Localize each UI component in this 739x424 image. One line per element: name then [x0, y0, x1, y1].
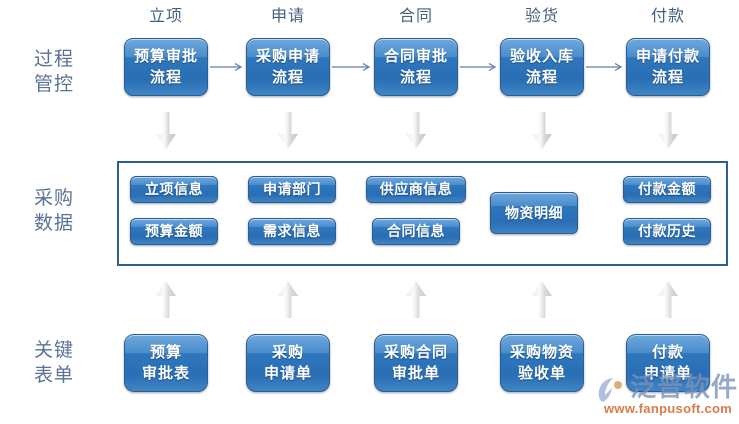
flow-arrow-right-icon-0 [210, 62, 246, 72]
arrow-down-icon-2 [405, 112, 427, 150]
arrow-up-icon-3 [531, 280, 553, 318]
arrow-down-icon-0 [155, 112, 177, 150]
form-box-2[interactable]: 采购合同 审批单 [374, 334, 458, 392]
form-box-0-line-2: 审批表 [141, 365, 190, 382]
process-box-0-line-2: 流程 [149, 69, 182, 86]
arrow-up-icon-1 [277, 280, 299, 318]
form-box-3-line-2: 验收单 [517, 365, 566, 382]
stage-caption-1: 申请 [270, 8, 305, 25]
form-box-3[interactable]: 采购物资 验收单 [500, 334, 584, 392]
process-box-2[interactable]: 合同审批 流程 [374, 38, 458, 96]
data-chip-1[interactable]: 预算金额 [130, 218, 218, 245]
data-chip-7[interactable]: 付款金额 [623, 176, 711, 203]
arrow-up-icon-4 [657, 280, 679, 318]
row-label-process-control: 过程 管控 [33, 49, 74, 95]
process-box-0-line-1: 预算审批 [133, 48, 198, 65]
arrow-down-icon-1 [277, 112, 299, 150]
flow-arrow-right-icon-2 [460, 62, 500, 72]
form-box-0[interactable]: 预算 审批表 [124, 334, 208, 392]
process-box-0[interactable]: 预算审批 流程 [124, 38, 208, 96]
arrow-up-icon-0 [155, 280, 177, 318]
form-box-0-line-1: 预算 [149, 344, 182, 361]
form-box-4-line-1: 付款 [651, 344, 684, 361]
arrow-up-icon-2 [405, 280, 427, 318]
data-chip-3[interactable]: 需求信息 [248, 218, 336, 245]
flow-arrow-right-icon-3 [586, 62, 626, 72]
form-box-4[interactable]: 付款 申请单 [626, 334, 710, 392]
stage-caption-2: 合同 [398, 8, 433, 25]
process-box-2-line-2: 流程 [399, 69, 432, 86]
data-chip-8[interactable]: 付款历史 [623, 218, 711, 245]
arrow-down-icon-3 [531, 112, 553, 150]
row-label-purchase-data: 采购 数据 [33, 188, 74, 234]
process-box-1-line-2: 流程 [271, 69, 304, 86]
data-chip-0[interactable]: 立项信息 [130, 176, 218, 203]
process-box-4-line-1: 申请付款 [635, 48, 700, 65]
form-box-4-line-2: 申请单 [643, 365, 692, 382]
form-box-1-line-1: 采购 [271, 344, 304, 361]
data-chip-4[interactable]: 供应商信息 [366, 176, 466, 203]
stage-caption-0: 立项 [148, 8, 183, 25]
data-chip-5[interactable]: 合同信息 [372, 218, 460, 245]
stage-caption-3: 验货 [524, 8, 559, 25]
fanpu-logo-icon [598, 378, 622, 402]
process-box-3-line-1: 验收入库 [509, 48, 574, 65]
form-box-3-line-1: 采购物资 [509, 344, 574, 361]
process-box-2-line-1: 合同审批 [383, 48, 448, 65]
form-box-1[interactable]: 采购 申请单 [246, 334, 330, 392]
stage-caption-4: 付款 [650, 8, 685, 25]
process-box-1-line-1: 采购申请 [255, 48, 320, 65]
process-box-3-line-2: 流程 [525, 69, 558, 86]
form-box-2-line-1: 采购合同 [383, 344, 448, 361]
process-box-3[interactable]: 验收入库 流程 [500, 38, 584, 96]
data-chip-2[interactable]: 申请部门 [248, 176, 336, 203]
row-label-key-forms: 关键 表单 [33, 340, 74, 386]
process-box-1[interactable]: 采购申请 流程 [246, 38, 330, 96]
form-box-2-line-2: 审批单 [391, 365, 440, 382]
arrow-down-icon-4 [657, 112, 679, 150]
form-box-1-line-2: 申请单 [263, 365, 312, 382]
watermark-url: www.fanpusoft.com [604, 401, 733, 416]
data-chip-6[interactable]: 物资明细 [490, 192, 578, 234]
process-box-4-line-2: 流程 [651, 69, 684, 86]
process-box-4[interactable]: 申请付款 流程 [626, 38, 710, 96]
flow-arrow-right-icon-1 [332, 62, 374, 72]
